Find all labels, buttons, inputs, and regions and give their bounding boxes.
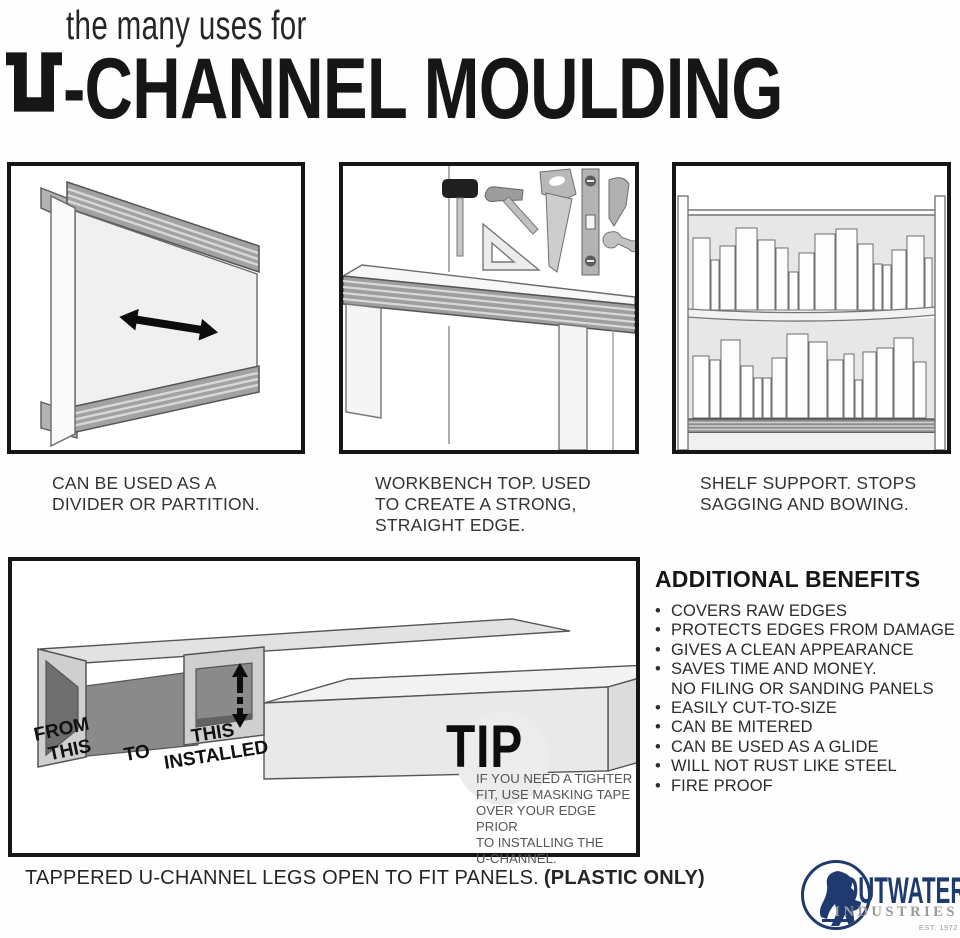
- benefit-item: • SAVES TIME AND MONEY.: [655, 660, 957, 679]
- benefit-item: • CAN BE MITERED: [655, 718, 957, 737]
- bookshelf-illustration-icon: [677, 195, 946, 450]
- logo-industries: INDUSTRIES: [834, 904, 958, 920]
- bullet-icon: •: [655, 660, 661, 679]
- benefits-section: ADDITIONAL BENEFITS • COVERS RAW EDGES • PR…: [655, 566, 957, 796]
- benefits-heading: ADDITIONAL BENEFITS: [655, 566, 921, 592]
- benefit-item: • CAN BE USED AS A GLIDE: [655, 738, 957, 757]
- bullet-icon: •: [655, 640, 661, 659]
- bullet-icon: •: [655, 776, 661, 795]
- logo-mark-icon: [801, 860, 871, 930]
- bullet-icon: •: [655, 602, 661, 620]
- label-to: TO: [122, 740, 152, 767]
- footer-note: TAPPERED U-CHANNEL LEGS OPEN TO FIT PANE…: [25, 867, 705, 890]
- expand-arrow-icon: [232, 663, 248, 728]
- benefit-item-text: FIRE PROOF: [671, 776, 773, 795]
- bullet-icon: •: [655, 757, 661, 776]
- benefits-list: • COVERS RAW EDGES • PROTECTS EDGES FROM DA…: [655, 602, 957, 796]
- use-case-panel-workbench: [339, 162, 639, 454]
- benefit-item-text: CAN BE MITERED: [671, 718, 813, 737]
- divider-illustration-icon: [40, 180, 260, 448]
- double-arrow-icon: [119, 308, 219, 341]
- benefit-item: • PROTECTS EDGES FROM DAMAGE: [655, 621, 957, 640]
- benefit-item-text: GIVES A CLEAN APPEARANCE: [671, 640, 914, 659]
- page-title-text: -CHANNEL MOULDING: [63, 41, 783, 137]
- benefit-item: • EASILY CUT-TO-SIZE: [655, 699, 957, 718]
- footer-note-text: TAPPERED U-CHANNEL LEGS OPEN TO FIT PANE…: [25, 867, 539, 889]
- benefit-item: • WILL NOT RUST LIKE STEEL: [655, 757, 957, 776]
- bullet-icon: •: [655, 699, 661, 718]
- benefit-item: •NO FILING OR SANDING PANELS: [655, 680, 957, 699]
- benefit-item-text: EASILY CUT-TO-SIZE: [671, 699, 837, 718]
- benefit-item: • FIRE PROOF: [655, 777, 957, 796]
- use-case-panel-divider: [7, 162, 305, 454]
- bullet-icon: •: [655, 718, 661, 737]
- header-eyebrow: the many uses for: [66, 2, 307, 48]
- workbench-illustration-icon: [343, 166, 635, 450]
- benefit-item-text: PROTECTS EDGES FROM DAMAGE: [671, 621, 956, 640]
- u-channel-glyph-icon: [6, 52, 62, 112]
- benefit-item-text: SAVES TIME AND MONEY.: [671, 660, 877, 679]
- bullet-icon: •: [655, 737, 661, 756]
- logo-wordmark: OUTWATER: [841, 870, 960, 911]
- benefit-item-text: NO FILING OR SANDING PANELS: [671, 679, 934, 698]
- benefit-item: • GIVES A CLEAN APPEARANCE: [655, 641, 957, 660]
- use-case-panel-bookshelf: [672, 162, 951, 454]
- page-title: -CHANNEL MOULDING: [6, 46, 960, 132]
- benefit-item-text: COVERS RAW EDGES: [671, 602, 848, 620]
- tip-title: TIP: [446, 713, 524, 780]
- benefit-item-text: WILL NOT RUST LIKE STEEL: [671, 757, 897, 776]
- benefit-item-text: CAN BE USED AS A GLIDE: [671, 737, 879, 756]
- benefit-item: • COVERS RAW EDGES: [655, 602, 957, 621]
- brand-logo: OUTWATER INDUSTRIES EST. 1972: [795, 858, 960, 936]
- logo-est-year: EST. 1972: [918, 923, 958, 932]
- bullet-icon: •: [655, 621, 661, 640]
- footer-note-bold: (PLASTIC ONLY): [543, 867, 705, 889]
- tip-circle: [456, 711, 550, 805]
